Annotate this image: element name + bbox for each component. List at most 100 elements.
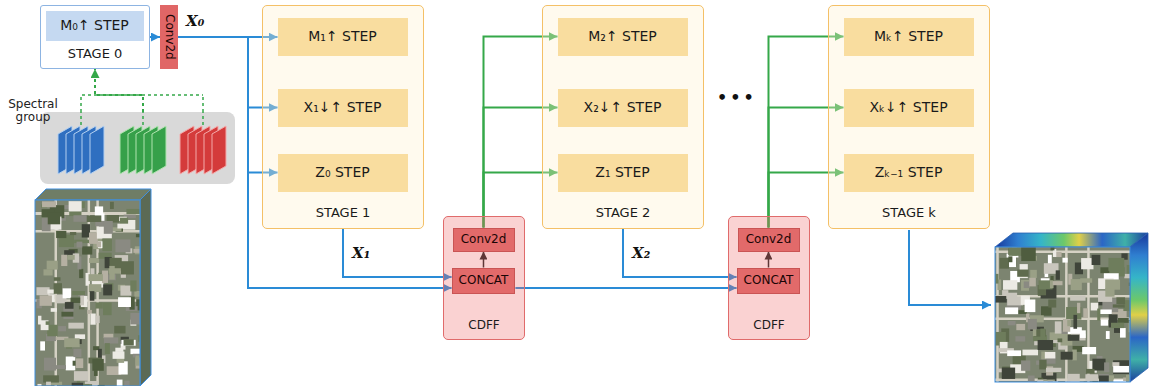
building-patch bbox=[81, 296, 88, 307]
building-patch bbox=[115, 239, 130, 252]
band-stack bbox=[180, 126, 226, 174]
building-patch bbox=[1028, 319, 1037, 330]
step-box: X₂↓↑ STEP bbox=[558, 89, 688, 127]
building-patch bbox=[1068, 335, 1080, 341]
building-patch bbox=[73, 349, 81, 357]
building-patch bbox=[1080, 330, 1086, 338]
box-label: X₂↓↑ STEP bbox=[584, 99, 662, 115]
building-patch bbox=[87, 310, 92, 314]
building-patch bbox=[72, 383, 83, 386]
building-patch bbox=[47, 290, 53, 294]
building-patch bbox=[1062, 258, 1067, 263]
building-patch bbox=[1040, 329, 1045, 340]
box-label: CDFF bbox=[753, 319, 784, 333]
building-patch bbox=[133, 249, 140, 253]
step-box: M₀↑ STEP bbox=[46, 11, 144, 41]
output-arrow bbox=[909, 230, 991, 305]
step-box: Mₖ↑ STEP bbox=[844, 18, 974, 56]
building-patch bbox=[1118, 318, 1129, 323]
layer-box: Conv2d bbox=[738, 228, 800, 252]
building-patch bbox=[1080, 278, 1092, 282]
building-patch bbox=[61, 255, 67, 266]
band-stack bbox=[58, 126, 104, 174]
building-patch bbox=[87, 215, 102, 222]
building-patch bbox=[103, 303, 112, 316]
building-patch bbox=[1009, 256, 1016, 267]
step-box: Zₖ₋₁ STEP bbox=[844, 154, 974, 192]
building-patch bbox=[94, 369, 98, 375]
stage-box: STAGE 0M₀↑ STEP bbox=[40, 5, 150, 69]
building-patch bbox=[115, 348, 123, 352]
building-patch bbox=[1048, 300, 1056, 308]
building-patch bbox=[118, 361, 127, 374]
building-patch bbox=[102, 271, 108, 283]
spectral-illustration bbox=[40, 112, 235, 184]
building-patch bbox=[1126, 375, 1130, 382]
stage-box: STAGE 2 M₂↑ STEP X₂↓↑ STEP Z₁ STEP bbox=[542, 5, 704, 229]
box-label: Zₖ₋₁ STEP bbox=[875, 164, 943, 180]
aerial-image bbox=[995, 247, 1130, 382]
building-patch bbox=[1021, 360, 1030, 370]
building-patch bbox=[130, 313, 140, 325]
connector-arrow bbox=[515, 287, 736, 289]
connector-arrow bbox=[95, 69, 143, 112]
building-patch bbox=[52, 365, 66, 369]
band-slab bbox=[212, 126, 226, 174]
cube-side bbox=[140, 189, 151, 386]
building-patch bbox=[124, 381, 129, 386]
building-patch bbox=[1124, 274, 1130, 278]
math-label: X₂ bbox=[632, 244, 650, 262]
building-patch bbox=[1073, 315, 1077, 329]
building-patch bbox=[136, 356, 140, 366]
box-label: STAGE 2 bbox=[596, 206, 651, 221]
box-label: M₂↑ STEP bbox=[588, 28, 657, 44]
building-patch bbox=[1113, 304, 1125, 307]
building-patch bbox=[1025, 299, 1036, 312]
stage-box: STAGE 1M₁↑ STEPX₁↓↑ STEPZ₀ STEP bbox=[262, 5, 424, 229]
building-patch bbox=[43, 269, 52, 275]
building-patch bbox=[90, 291, 95, 301]
connector-arrow bbox=[150, 36, 160, 38]
stage-box: STAGE kMₖ↑ STEPXₖ↓↑ STEPZₖ₋₁ STEP bbox=[828, 5, 990, 229]
building-patch bbox=[74, 371, 88, 381]
building-patch bbox=[54, 283, 62, 294]
building-patch bbox=[1086, 369, 1094, 374]
building-patch bbox=[1085, 374, 1098, 381]
building-patch bbox=[1039, 280, 1053, 289]
box-label: Z₁ STEP bbox=[595, 164, 649, 180]
box-label: Conv2d bbox=[746, 233, 792, 247]
band-slab bbox=[152, 126, 166, 174]
building-patch bbox=[1058, 338, 1063, 342]
building-patch bbox=[96, 316, 100, 323]
building-patch bbox=[1070, 296, 1085, 301]
step-box: Z₁ STEP bbox=[558, 154, 688, 192]
building-patch bbox=[1097, 309, 1100, 321]
building-patch bbox=[1077, 303, 1080, 313]
building-patch bbox=[75, 334, 85, 339]
box-label: CONCAT bbox=[744, 274, 794, 288]
building-patch bbox=[136, 234, 140, 237]
building-patch bbox=[1108, 258, 1124, 271]
building-patch bbox=[89, 381, 98, 384]
box-label: Mₖ↑ STEP bbox=[874, 28, 943, 44]
building-patch bbox=[95, 206, 103, 216]
box-label: CDFF bbox=[468, 319, 499, 333]
label-anchor: ••• bbox=[717, 88, 757, 107]
math-label: X₀ bbox=[186, 12, 204, 30]
building-patch bbox=[1041, 306, 1052, 315]
box-label: STAGE 1 bbox=[316, 206, 371, 221]
building-patch bbox=[58, 326, 66, 331]
building-patch bbox=[67, 255, 74, 260]
step-box: M₂↑ STEP bbox=[558, 18, 688, 56]
building-patch bbox=[54, 277, 61, 281]
layer-box: CONCAT bbox=[452, 268, 516, 294]
building-patch bbox=[1112, 362, 1119, 366]
connector-arrow bbox=[623, 229, 737, 277]
dotted-join bbox=[202, 95, 204, 112]
box-label: Xₖ↓↑ STEP bbox=[869, 99, 947, 115]
building-patch bbox=[1099, 376, 1109, 382]
building-patch bbox=[83, 384, 92, 386]
layer-box: Conv2d bbox=[453, 228, 515, 252]
building-patch bbox=[1053, 281, 1063, 285]
